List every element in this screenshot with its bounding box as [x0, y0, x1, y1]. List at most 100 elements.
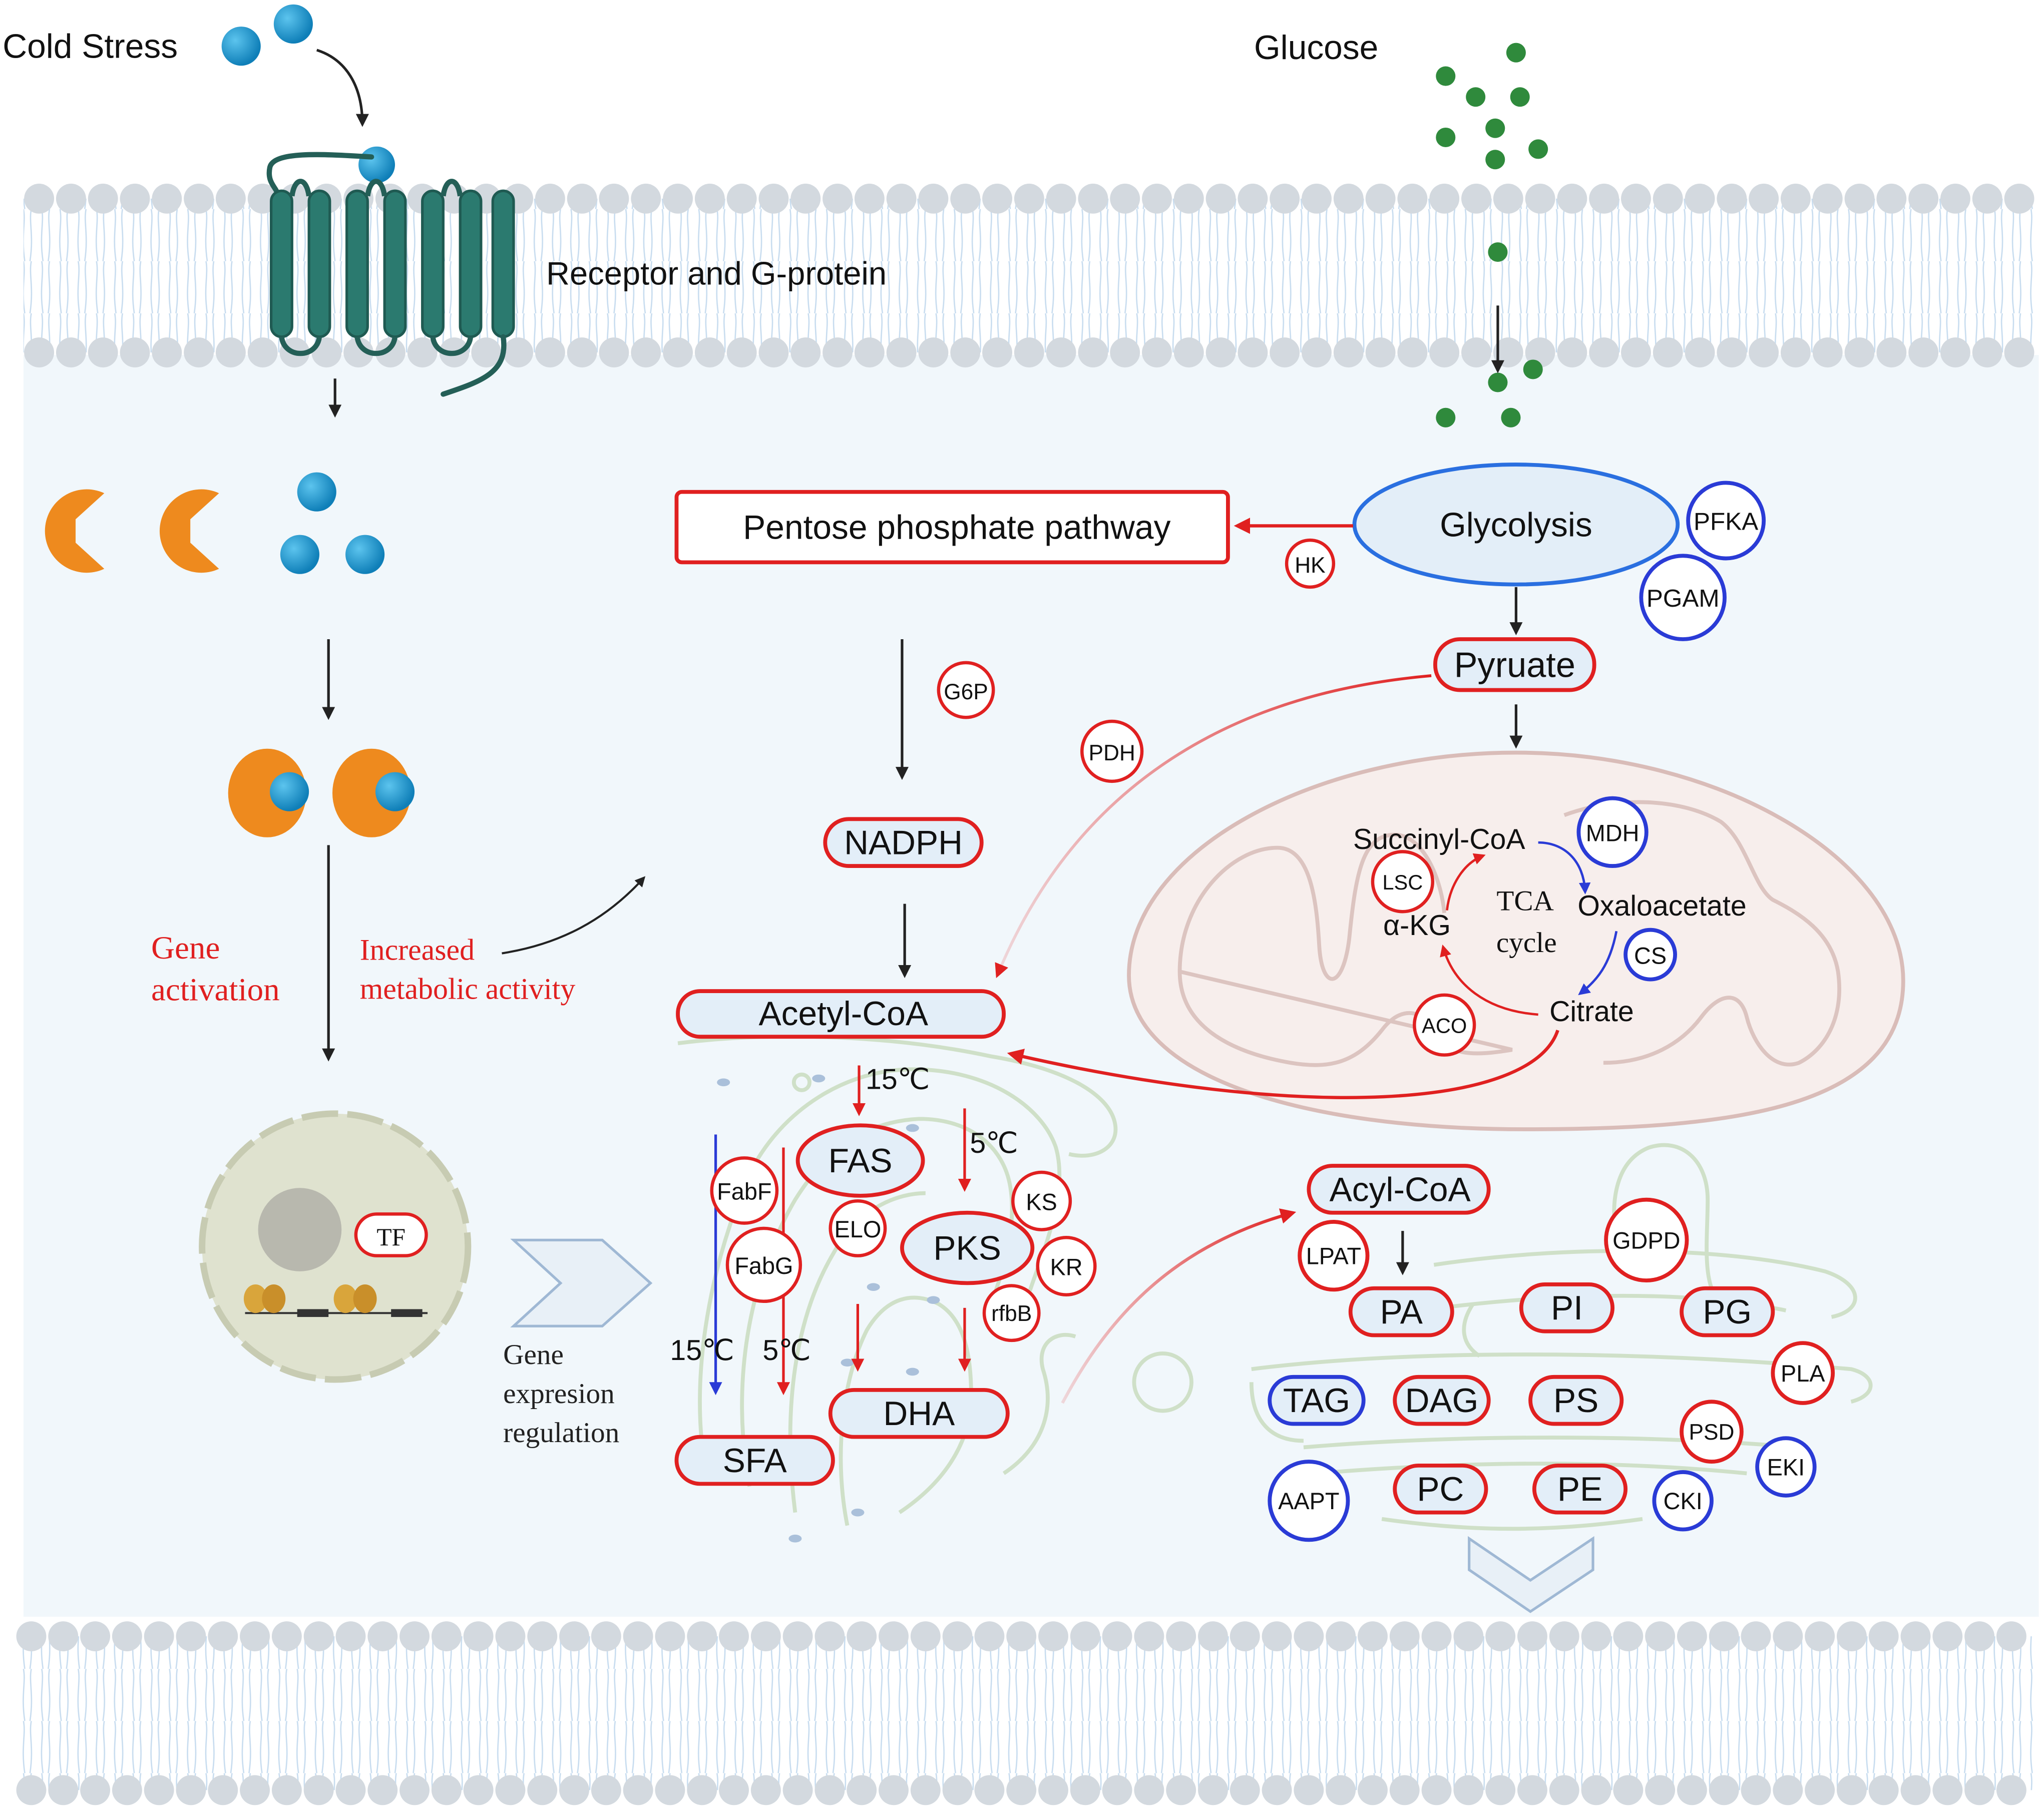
acyl-coa-node [1307, 1164, 1491, 1215]
enzyme-cki [1652, 1470, 1714, 1532]
lipid-pi-label: PI [1551, 1289, 1583, 1327]
lipid-pg-label: PG [1703, 1293, 1752, 1331]
enzyme-lsc-label: LSC [1382, 870, 1423, 894]
enzyme-cki-label: CKI [1664, 1488, 1703, 1514]
alpha-kg-label: α-KG [1383, 910, 1451, 942]
enzyme-fabg-label: FabG [734, 1253, 793, 1279]
enzyme-pfka-label: PFKA [1694, 508, 1758, 535]
enzyme-cs-label: CS [1634, 943, 1667, 969]
receptor-g-protein-icon [266, 152, 515, 397]
temp-15-top-label: 15℃ [866, 1063, 930, 1095]
cold-stress-label: Cold Stress [3, 28, 178, 66]
enzyme-pla [1771, 1341, 1835, 1405]
pentose-phosphate-pathway-label: Pentose phosphate pathway [743, 509, 1170, 546]
succinyl-to-oxaloacetate-arrow [1538, 841, 1591, 894]
enzyme-hk: HK [1285, 538, 1336, 589]
acyl-coa-label: Acyl-CoA [1330, 1171, 1471, 1208]
citrate-to-akg-arrow [1440, 945, 1538, 1016]
enzyme-gdpd-label: GDPD [1612, 1227, 1680, 1253]
temp-5-bottom-label: 5℃ [762, 1334, 810, 1367]
lipid-pa-label: PA [1380, 1293, 1423, 1331]
tf-badge [354, 1212, 428, 1257]
enzyme-pfka: PFKA [1686, 481, 1766, 561]
nadph-label: NADPH [844, 824, 963, 862]
lipid-dag-node [1393, 1375, 1491, 1426]
chevron-down-icon [1468, 1536, 1594, 1613]
enzyme-kr-label: KR [1050, 1254, 1082, 1280]
enzyme-mdh-label: MDH [1586, 820, 1640, 846]
bound-molecule-icon [358, 146, 395, 183]
enzyme-elo: ELO [829, 1199, 887, 1257]
pyruate-node [1433, 637, 1596, 692]
acetyl-coa-label: Acetyl-CoA [758, 995, 928, 1033]
pyruate-label: Pyruate [1454, 645, 1575, 685]
akg-to-succinyl-arrow [1446, 853, 1486, 911]
cell-membranes [16, 183, 2034, 1805]
enzyme-fabg: FabG [725, 1226, 802, 1303]
lipid-pc-label: PC [1417, 1471, 1464, 1508]
enzyme-psd [1680, 1400, 1744, 1464]
enzyme-aco-label: ACO [1422, 1014, 1467, 1037]
tf-label: TF [376, 1223, 405, 1251]
enzyme-mdh: MDH [1576, 796, 1649, 868]
acetyl-coa-node [676, 989, 1006, 1039]
enzyme-g6p: G6P [937, 661, 995, 719]
sfa-label: SFA [723, 1442, 787, 1480]
enzyme-pdh: PDH [1080, 719, 1144, 783]
lipid-pi-node [1519, 1282, 1614, 1333]
enzyme-aapt [1268, 1460, 1350, 1542]
enzyme-cs: CS [1623, 928, 1677, 982]
fas-label: FAS [829, 1142, 893, 1180]
temp-15-bottom-label: 15℃ [670, 1334, 734, 1367]
cold-molecule-icon [221, 27, 261, 66]
enzyme-eki [1755, 1436, 1817, 1498]
citrate-label: Citrate [1549, 996, 1634, 1028]
nadph-node [823, 817, 984, 868]
lipid-dag-label: DAG [1405, 1382, 1479, 1420]
lipid-tag-node [1268, 1375, 1366, 1426]
g-protein-subunit-icons [45, 472, 385, 574]
golgi-apparatus-icon [1249, 1143, 1873, 1531]
enzyme-aapt-label: AAPT [1278, 1488, 1339, 1514]
gene-expression-label-3: regulation [503, 1417, 619, 1449]
fas-node [795, 1123, 925, 1198]
glycolysis-node [1352, 463, 1680, 587]
enzyme-pgam: PGAM [1639, 554, 1727, 641]
lipid-ps-label: PS [1553, 1382, 1598, 1420]
metabolic-activity-arrow [502, 876, 646, 955]
receptor-label: Receptor and G-protein [546, 255, 887, 292]
enzyme-lpat [1298, 1220, 1370, 1292]
cold-signal-arrow [316, 49, 369, 127]
enzyme-eki-label: EKI [1767, 1454, 1805, 1480]
gene-activation-label-2: activation [151, 972, 280, 1008]
succinyl-coa-label: Succinyl-CoA [1353, 823, 1526, 855]
enzyme-g6p-label: G6P [944, 680, 988, 704]
enzyme-ks: KS [1011, 1170, 1072, 1231]
lipid-pa-node [1348, 1286, 1454, 1337]
glucose-label: Glucose [1254, 29, 1378, 67]
lipid-ps-node [1528, 1375, 1624, 1426]
citrate-to-acetyl-arrow [1007, 1030, 1559, 1099]
dha-label: DHA [883, 1395, 955, 1433]
lipid-pe-label: PE [1557, 1471, 1602, 1508]
enzyme-elo-label: ELO [835, 1216, 882, 1242]
enzyme-fabf-label: FabF [717, 1179, 771, 1205]
tca-cycle-label-2: cycle [1496, 927, 1557, 959]
increased-activity-label-1: Increased [360, 934, 475, 967]
enzyme-psd-label: PSD [1689, 1420, 1734, 1445]
glucose-molecule-icons [1436, 43, 1548, 427]
temp-5-top-label: 5℃ [970, 1127, 1018, 1159]
enzyme-pgam-label: PGAM [1647, 585, 1720, 612]
enzyme-pla-label: PLA [1781, 1360, 1825, 1387]
chevron-right-icon [510, 1238, 653, 1327]
oxaloacetate-label: Oxaloacetate [1577, 890, 1746, 922]
cold-molecule-icon [273, 4, 313, 44]
enzyme-pdh-label: PDH [1088, 741, 1135, 765]
enzyme-ks-label: KS [1026, 1189, 1057, 1215]
increased-activity-label-2: metabolic activity [360, 973, 576, 1006]
enzyme-fabf: FabF [710, 1156, 779, 1225]
enzyme-rfbb-label: rfbB [991, 1301, 1032, 1326]
gene-expression-label-1: Gene [503, 1339, 564, 1371]
enzyme-rfbb: rfbB [982, 1284, 1041, 1342]
enzyme-gdpd [1604, 1197, 1689, 1283]
